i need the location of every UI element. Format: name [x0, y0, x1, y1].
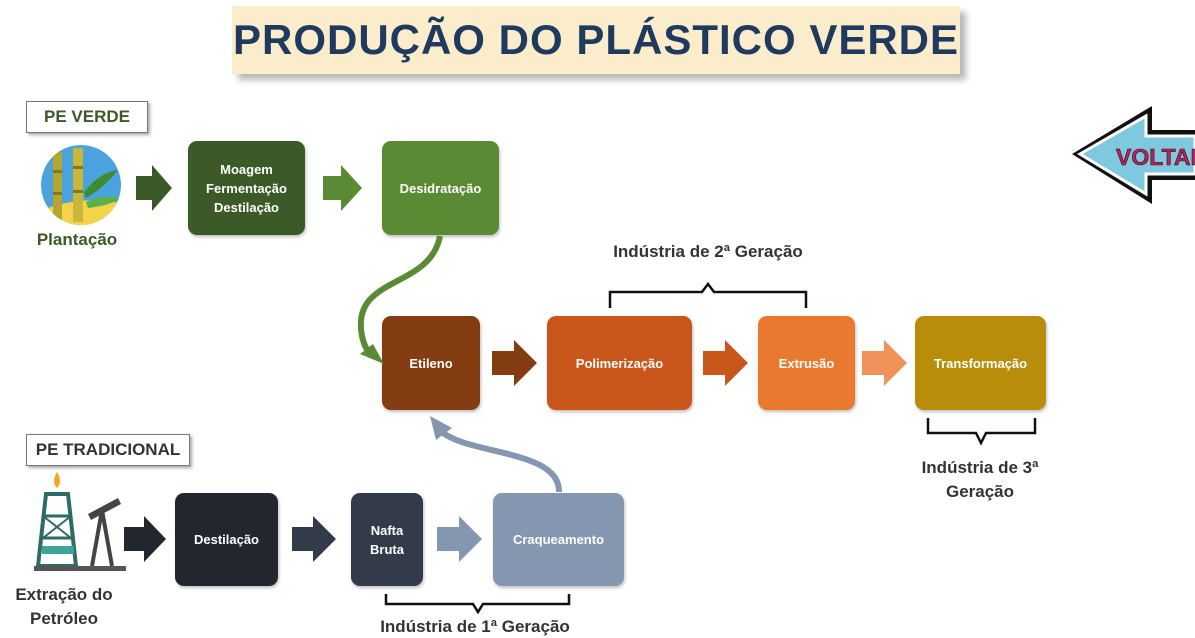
ethylene-label: Etileno — [409, 355, 453, 371]
arrow-plantation-to-milling — [136, 165, 172, 211]
arrow-naphtha-to-cracking — [437, 516, 482, 562]
bracket-third-generation — [926, 418, 1037, 446]
back-button[interactable]: VOLTAR — [1066, 102, 1195, 212]
ethylene-box: Etileno — [382, 316, 480, 410]
oil-extraction-label: Extração do Petróleo — [15, 585, 113, 628]
dehydration-label: Desidratação — [399, 180, 482, 196]
first-generation-label: Indústria de 1ª Geração — [380, 617, 570, 636]
sugarcane-icon — [41, 145, 121, 225]
arrow-ethylene-to-polymerization — [492, 340, 537, 386]
arrow-oil-to-distillation — [124, 516, 166, 562]
cracking-label: Craqueamento — [512, 532, 605, 547]
third-generation-label: Indústria de 3ª Geração — [921, 458, 1039, 501]
naphtha-box: Nafta Bruta — [351, 493, 423, 586]
arrow-cracking-to-ethylene — [440, 429, 563, 493]
arrow-dehydration-to-ethylene-head — [360, 344, 384, 364]
arrow-dehydration-to-ethylene — [357, 235, 443, 359]
arrow-polymerization-to-extrusion — [703, 340, 748, 386]
pe-verde-tag: PE VERDE — [26, 101, 148, 133]
bracket-second-generation — [608, 281, 808, 308]
arrow-milling-to-dehydration — [323, 165, 362, 211]
distillation-box: Destilação — [175, 493, 278, 586]
plantation-label: Plantação — [36, 230, 118, 249]
transformation-label: Transformação — [933, 355, 1028, 371]
distillation-label: Destilação — [193, 532, 260, 547]
transformation-box: Transformação — [915, 316, 1046, 410]
arrow-distillation-to-naphtha — [292, 516, 336, 562]
second-generation-label: Indústria de 2ª Geração — [613, 242, 803, 261]
title-banner: PRODUÇÃO DO PLÁSTICO VERDE — [232, 6, 960, 74]
cracking-box: Craqueamento — [493, 493, 624, 586]
dehydration-box: Desidratação — [382, 141, 499, 235]
pe-tradicional-tag: PE TRADICIONAL — [26, 434, 190, 466]
extrusion-box: Extrusão — [758, 316, 855, 410]
arrow-cracking-to-ethylene-head — [430, 416, 452, 440]
naphtha-label: Nafta Bruta — [370, 522, 404, 557]
arrow-extrusion-to-transformation — [862, 340, 907, 386]
polymerization-label: Polimerização — [575, 355, 664, 371]
bracket-first-generation — [384, 594, 571, 615]
polymerization-box: Polimerização — [547, 316, 692, 410]
extrusion-label: Extrusão — [778, 355, 835, 371]
milling-fermentation-distillation-box: Moagem Fermentação Destilação — [188, 141, 305, 235]
page-title: PRODUÇÃO DO PLÁSTICO VERDE — [232, 16, 960, 63]
milling-fermentation-distillation-label: Moagem Fermentação Destilação — [206, 161, 287, 215]
back-button-label: VOLTAR — [1116, 144, 1195, 170]
oil-rig-icon — [34, 472, 126, 571]
